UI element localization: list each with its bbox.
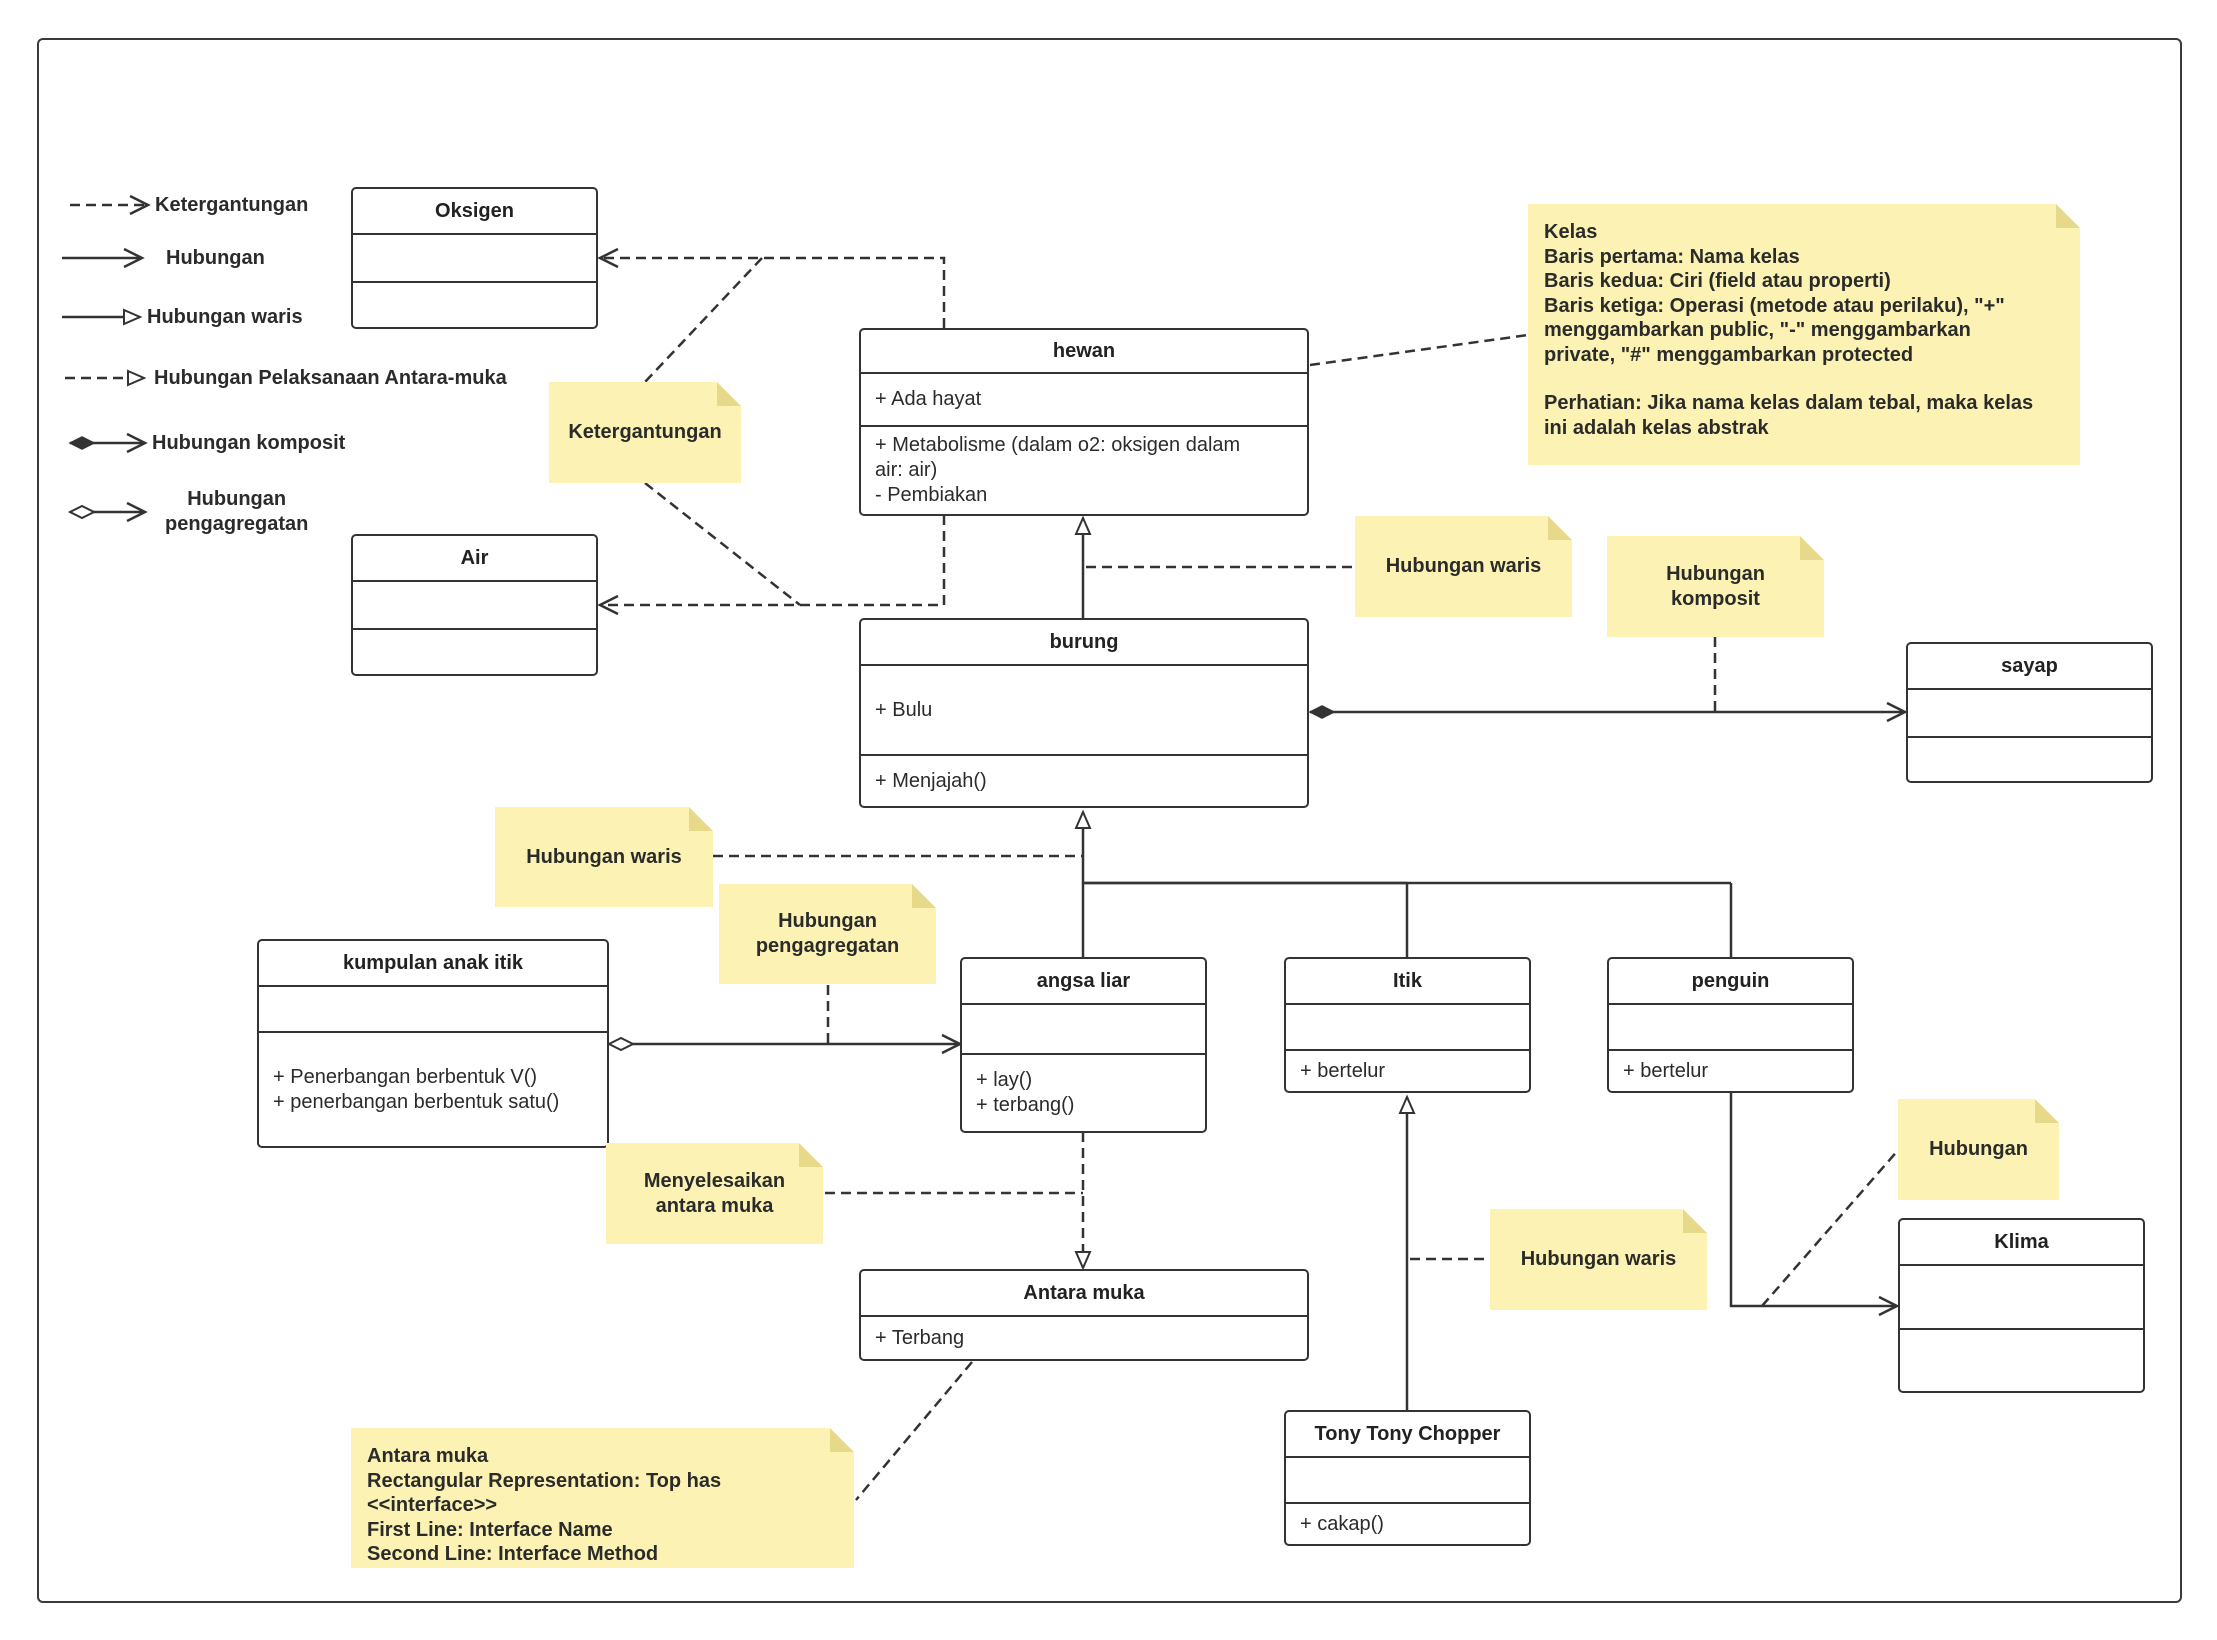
class-oksigen[interactable]: Oksigen — [351, 187, 598, 329]
legend-realization-label: Hubungan Pelaksanaan Antara-muka — [154, 367, 507, 389]
class-operations: + bertelur — [1300, 1059, 1386, 1082]
class-name: Tony Tony Chopper — [1286, 1412, 1529, 1458]
legend-dependency-label: Ketergantungan — [155, 194, 309, 216]
class-hewan[interactable]: hewan + Ada hayat + Metabolisme (dalam o… — [859, 328, 1309, 516]
class-name: hewan — [861, 330, 1307, 375]
note-hubungan-waris-1[interactable]: Hubungan waris — [1355, 516, 1572, 617]
class-operations: + Metabolisme (dalam o2: oksigen dalam a… — [875, 434, 1241, 506]
class-burung[interactable]: burung + Bulu + Menjajah() — [859, 618, 1309, 808]
class-name: Klima — [1900, 1220, 2143, 1266]
class-attributes: + Ada hayat — [861, 374, 1307, 427]
legend-inheritance-label: Hubungan waris — [147, 306, 303, 328]
note-kelas-explanation[interactable]: Kelas Baris pertama: Nama kelas Baris ke… — [1528, 204, 2080, 465]
class-operations — [1908, 738, 2151, 781]
class-name: Antara muka — [861, 1271, 1307, 1317]
class-name: Itik — [1286, 959, 1529, 1005]
class-tony-tony-chopper[interactable]: Tony Tony Chopper + cakap() — [1284, 1410, 1531, 1546]
class-attributes — [1609, 1005, 1852, 1051]
class-operations: + lay() + terbang() — [976, 1069, 1075, 1116]
note-hubungan-waris-3[interactable]: Hubungan waris — [1490, 1209, 1707, 1310]
class-attributes — [353, 235, 596, 283]
class-name: angsa liar — [962, 959, 1205, 1005]
interface-antara-muka[interactable]: Antara muka + Terbang — [859, 1269, 1309, 1361]
note-antara-muka-explanation[interactable]: Antara muka Rectangular Representation: … — [351, 1428, 854, 1568]
class-attributes — [353, 582, 596, 630]
class-operations: + cakap() — [1300, 1512, 1384, 1535]
interface-methods: + Terbang — [875, 1326, 965, 1349]
legend-association-label: Hubungan — [166, 247, 265, 269]
legend-composition-label: Hubungan komposit — [152, 432, 346, 454]
class-attributes — [962, 1005, 1205, 1055]
class-operations — [353, 630, 596, 674]
note-ketergantungan[interactable]: Ketergantungan — [549, 382, 741, 483]
class-kumpulan-anak-itik[interactable]: kumpulan anak itik + Penerbangan berbent… — [257, 939, 609, 1148]
class-operations — [353, 283, 596, 327]
class-attributes: + Bulu — [861, 666, 1307, 756]
class-sayap[interactable]: sayap — [1906, 642, 2153, 783]
class-name: Air — [353, 536, 596, 582]
diagram-frame — [37, 38, 2182, 1603]
assoc-penguin-klima — [1729, 1092, 1900, 1317]
class-operations: + bertelur — [1623, 1059, 1709, 1082]
class-operations: + Penerbangan berbentuk V() + penerbanga… — [273, 1065, 560, 1113]
dep-hewan-air — [597, 515, 946, 616]
class-attributes — [1900, 1266, 2143, 1330]
class-attributes — [259, 987, 607, 1033]
class-name: burung — [861, 620, 1307, 666]
class-penguin[interactable]: penguin + bertelur — [1607, 957, 1854, 1093]
class-name: Oksigen — [353, 189, 596, 235]
class-air[interactable]: Air — [351, 534, 598, 676]
class-operations: + Menjajah() — [875, 769, 987, 792]
dep-hewan-oksigen — [597, 247, 946, 328]
class-name: kumpulan anak itik — [259, 941, 607, 987]
class-attributes — [1908, 690, 2151, 738]
class-attributes — [1286, 1458, 1529, 1504]
note-hubungan[interactable]: Hubungan — [1898, 1099, 2059, 1200]
class-name: penguin — [1609, 959, 1852, 1005]
class-itik[interactable]: Itik + bertelur — [1284, 957, 1531, 1093]
class-attributes — [1286, 1005, 1529, 1051]
class-angsa-liar[interactable]: angsa liar + lay() + terbang() — [960, 957, 1207, 1133]
class-operations — [1900, 1330, 2143, 1391]
note-hubungan-waris-2[interactable]: Hubungan waris — [495, 807, 713, 907]
class-klima[interactable]: Klima — [1898, 1218, 2145, 1393]
class-name: sayap — [1908, 644, 2151, 690]
